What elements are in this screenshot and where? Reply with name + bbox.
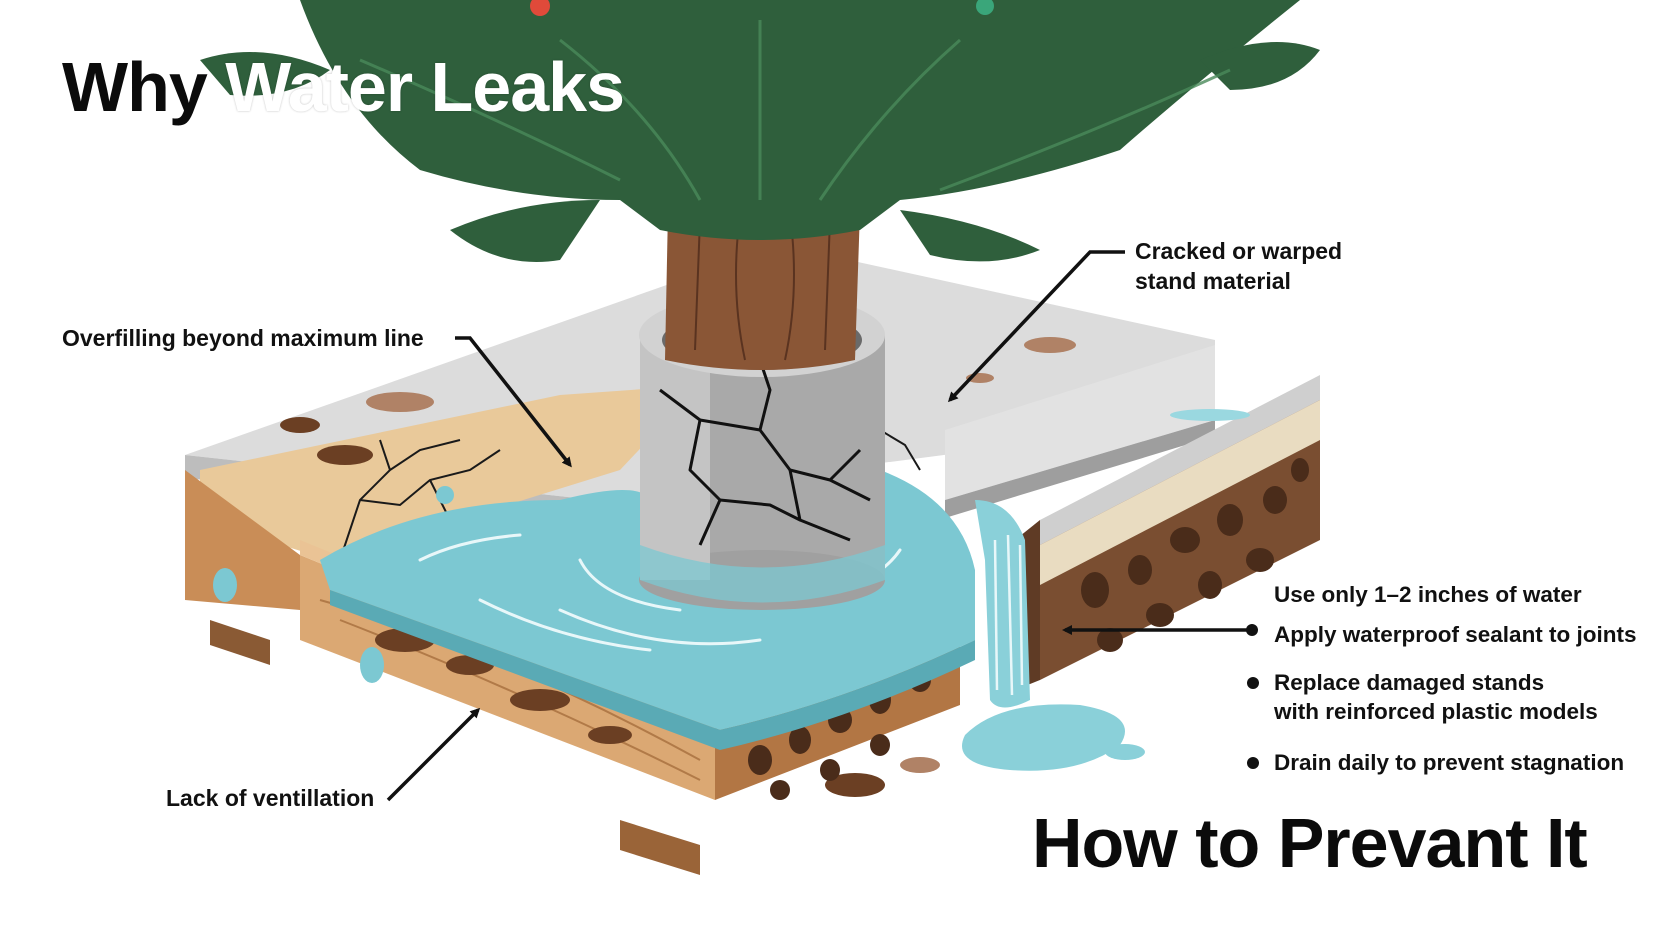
- tip-drain-daily: Drain daily to prevent stagnation: [1274, 750, 1625, 775]
- tip-replace-line-1: Replace damaged stands: [1274, 670, 1545, 695]
- tip-sealant: Apply waterproof sealant to joints: [1274, 622, 1637, 647]
- christmas-tree-icon: [200, 0, 1320, 262]
- title-why-water-leaks: Why Water Leaks: [62, 52, 625, 122]
- title-word-water-leaks: Water Leaks: [225, 48, 625, 126]
- callout-cracked-material: Cracked or warped stand material: [1135, 236, 1342, 296]
- arrow-icon: [386, 250, 1250, 802]
- callout-ventilation: Lack of ventillation: [166, 785, 375, 811]
- soil-texture-right: [1081, 458, 1309, 652]
- tip-replace-line-2: with reinforced plastic models: [1274, 699, 1598, 724]
- title-how-to-prevent: How to Prevant It: [1032, 804, 1588, 882]
- tip-water-amount: Use only 1–2 inches of water: [1274, 582, 1582, 607]
- callout-cracked-line-2: stand material: [1135, 268, 1291, 294]
- bullet-icon: [1247, 757, 1259, 769]
- callout-cracked-line-1: Cracked or warped: [1135, 238, 1343, 264]
- tree-trunk: [665, 210, 860, 370]
- sand-layer: [200, 385, 700, 560]
- title-word-why: Why: [62, 48, 208, 126]
- bullet-icon: [1247, 677, 1259, 689]
- callout-overfilling: Overfilling beyond maximum line: [62, 325, 424, 351]
